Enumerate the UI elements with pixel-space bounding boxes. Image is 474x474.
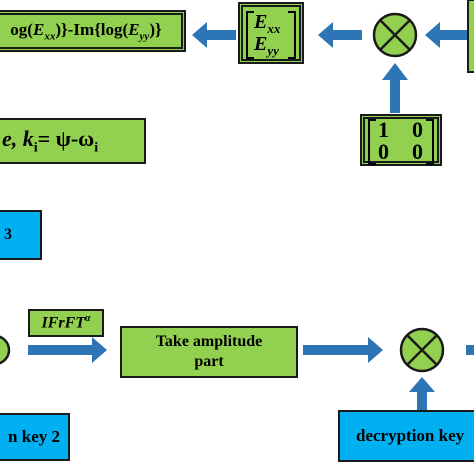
mask-a21: 0 (378, 139, 389, 164)
arrow-decryption-key-to-multiply (409, 377, 435, 410)
mask-a12: 0 (412, 117, 423, 142)
phase-key-box: e, ki= ψ-ωi (0, 118, 146, 164)
take-amplitude-line1: Take amplitude (155, 333, 263, 350)
decryption-key-2-label: n key 2 (8, 427, 60, 446)
arrow-right-to-multiply-top (425, 22, 474, 48)
decryption-key-label: decryption key (356, 426, 465, 445)
decryption-key-2-box: n key 2 (0, 413, 70, 461)
ifrft-box: IFrFTα (28, 309, 104, 337)
partial-key-box-3-label: 3 (4, 226, 12, 243)
arrow-amplitude-to-multiply (303, 337, 383, 363)
log-difference-formula: og(Exx)}-Im{log(Eyy)} (10, 19, 162, 43)
mask-matrix-box (360, 114, 442, 166)
arrow-mask-to-multiply (382, 63, 408, 113)
decryption-key-box: decryption key (338, 410, 474, 462)
log-difference-box: og(Exx)}-Im{log(Eyy)} (0, 10, 186, 52)
arrow-ifrft-to-amplitude (28, 337, 107, 363)
arrow-multiply-to-matrix (318, 22, 362, 48)
mask-left-bracket (368, 119, 376, 165)
multiply-operator-top (372, 12, 418, 58)
arrow-matrix-to-log (192, 22, 236, 48)
take-amplitude-line2: part (194, 353, 224, 370)
ifrft-label: IFrFTα (41, 313, 91, 332)
field-matrix-content: Exx Eyy (238, 2, 304, 64)
mask-right-bracket (426, 119, 434, 165)
matrix-right-bracket (288, 11, 296, 59)
mask-matrix-content: 1 0 0 0 (360, 114, 442, 166)
mask-a11: 1 (378, 117, 389, 142)
partial-operator-left (0, 335, 11, 365)
partial-green-box-right (467, 0, 474, 73)
take-amplitude-box: Take amplitude part (120, 326, 298, 378)
matrix-row-1: Exx (254, 11, 281, 36)
matrix-left-bracket (246, 11, 254, 59)
mask-a22: 0 (412, 139, 423, 164)
matrix-row-2: Eyy (254, 33, 279, 58)
arrow-partial-right-bottom (466, 345, 474, 355)
partial-key-box-3: 3 (0, 210, 42, 260)
phase-key-formula: e, ki= ψ-ωi (2, 125, 99, 156)
multiply-operator-bottom (399, 327, 445, 373)
